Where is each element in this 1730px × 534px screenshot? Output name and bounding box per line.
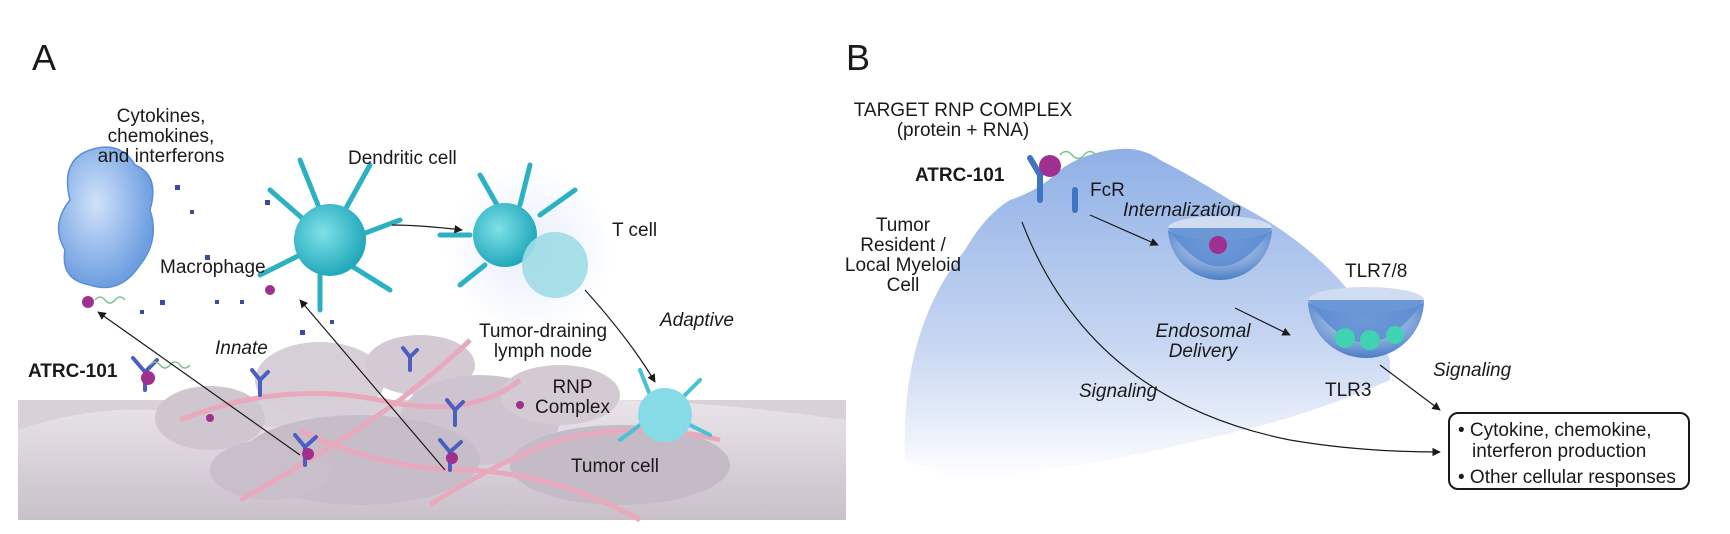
rnp-dots — [82, 285, 524, 464]
atrc-101-label-a: ATRC-101 — [28, 361, 118, 382]
endosome-late — [1308, 287, 1424, 358]
cytokines-label: Cytokines, chemokines, and interferons — [97, 106, 225, 167]
target-rnp-icon — [1039, 155, 1061, 177]
target-rnp-label: TARGET RNP COMPLEX (protein + RNA) — [853, 100, 1073, 141]
panel-a-letter: A — [32, 37, 57, 78]
panel-a-arrows — [97, 224, 656, 471]
tumor-dendritic-cell — [618, 368, 712, 442]
rna-strand — [1059, 150, 1097, 160]
internalization-label: Internalization — [1123, 200, 1242, 221]
blood-vessels — [179, 338, 721, 523]
macrophage-label: Macrophage — [160, 257, 266, 278]
dendritic-cell-label: Dendritic cell — [348, 148, 457, 169]
adaptive-label: Adaptive — [660, 310, 734, 331]
signaling-left-label: Signaling — [1079, 381, 1158, 402]
cytokine-dots — [140, 185, 334, 335]
tlr3-label: TLR3 — [1325, 380, 1372, 401]
dendritic-cell — [257, 157, 403, 313]
rnp-complex-label: RNP Complex — [535, 377, 610, 418]
macrophage-cell — [57, 146, 155, 289]
atrc-101-label-b: ATRC-101 — [915, 165, 1005, 186]
outcome-other: • Other cellular responses — [1458, 467, 1676, 488]
myeloid-cell-label: Tumor Resident / Local Myeloid Cell — [844, 215, 962, 296]
t-cell-label: T cell — [612, 220, 658, 241]
outcome-cytokine-cont: interferon production — [1472, 441, 1647, 462]
rna-coils — [94, 296, 191, 369]
signaling-right-label: Signaling — [1433, 360, 1512, 381]
panel-b-arrows — [1021, 214, 1441, 457]
tlr78-label: TLR7/8 — [1345, 261, 1408, 282]
lymph-node — [437, 162, 615, 335]
outcome-cytokine: • Cytokine, chemokine, — [1458, 420, 1652, 441]
endosome-early — [1168, 216, 1272, 280]
panel-b-letter: B — [846, 37, 871, 78]
tumor-cell-label: Tumor cell — [571, 456, 659, 477]
innate-label: Innate — [215, 338, 268, 359]
endosomal-delivery-label: Endosomal Delivery — [1155, 321, 1251, 362]
outcomes-box: • Cytokine, chemokine, interferon produc… — [1448, 412, 1690, 490]
fcr-label: FcR — [1090, 180, 1125, 201]
lymph-node-label: Tumor-draining lymph node — [478, 321, 608, 362]
tumor-tissue — [18, 335, 846, 520]
